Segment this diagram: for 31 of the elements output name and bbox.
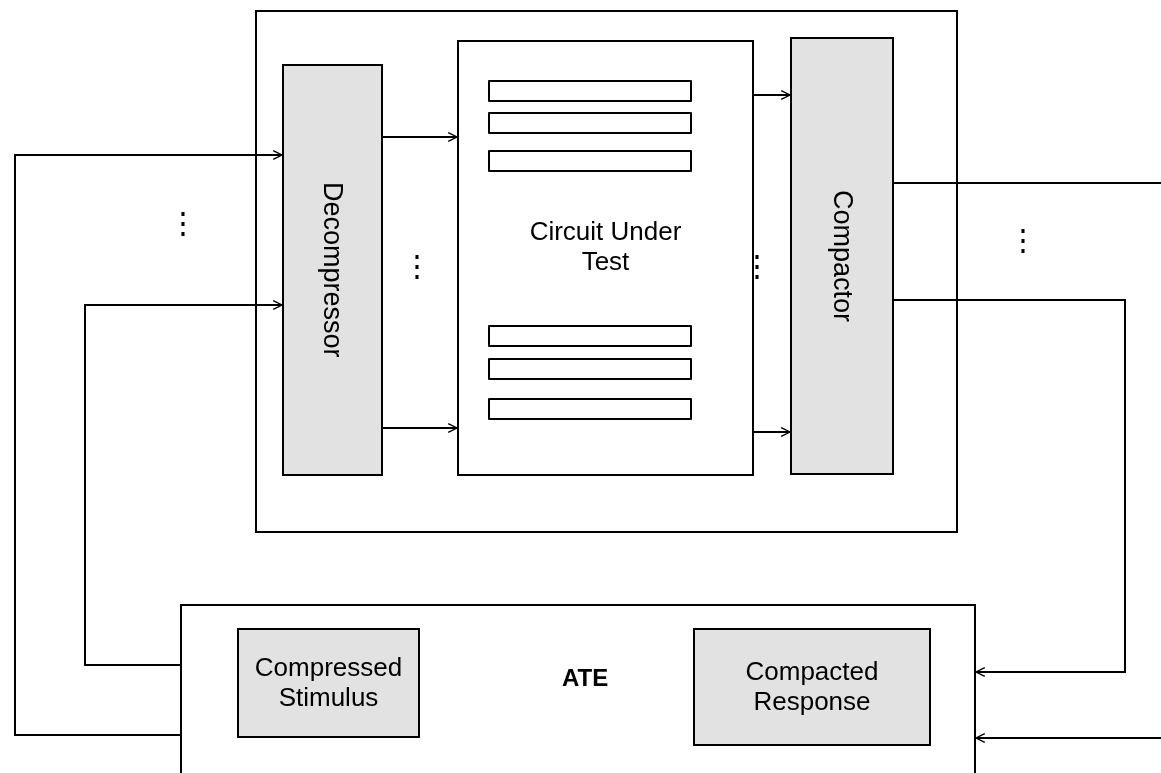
scan-chain-bar: [488, 325, 692, 347]
arrow: [382, 422, 458, 434]
circuit-block: [457, 40, 754, 476]
block-label: Compactor: [826, 189, 858, 322]
ellipsis-mark: ⋮: [742, 248, 772, 283]
ellipsis-mark: ⋮: [402, 248, 432, 283]
ate-label: ATE: [562, 664, 609, 692]
arrow: [84, 299, 283, 666]
scan-chain-bar: [488, 150, 692, 172]
ellipsis-mark: ⋮: [1008, 222, 1038, 257]
block-label: Compacted Response: [744, 657, 880, 717]
scan-chain-bar: [488, 398, 692, 420]
stimulus-box: [237, 628, 420, 738]
arrow: [975, 732, 1161, 744]
block-label: Circuit Under Test: [528, 217, 683, 277]
response-box: [693, 628, 931, 746]
ate-box: [180, 604, 976, 773]
scan-chain-bar: [488, 80, 692, 102]
decompressor-block: [282, 64, 383, 476]
ellipsis-mark: ⋮: [168, 205, 198, 240]
block-label: Decompressor: [317, 182, 348, 358]
arrow: [753, 426, 791, 438]
chip-frame: [255, 10, 958, 533]
compactor-block: [790, 37, 894, 475]
block-label: Compressed Stimulus: [253, 653, 404, 713]
arrow: [893, 299, 1126, 678]
arrow: [753, 89, 791, 101]
arrow: [14, 149, 283, 736]
arrow: [382, 131, 458, 143]
scan-chain-bar: [488, 112, 692, 134]
scan-chain-bar: [488, 358, 692, 380]
